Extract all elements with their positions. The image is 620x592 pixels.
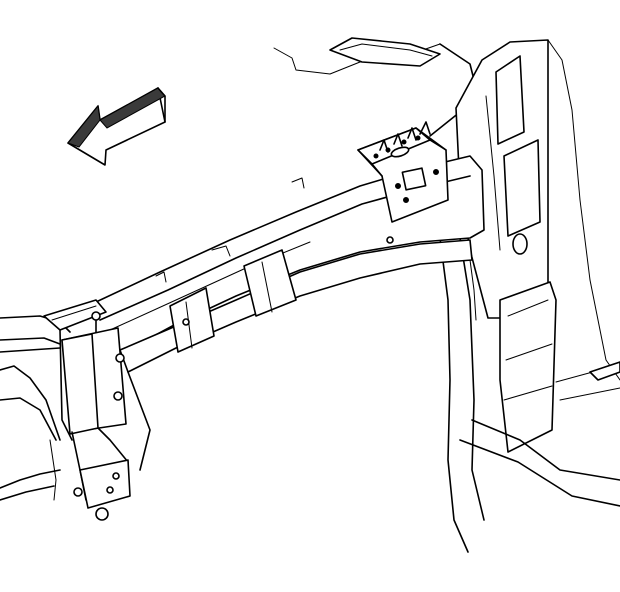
lower-rail xyxy=(119,236,473,373)
mounting-bracket xyxy=(357,121,449,223)
lower-door-frame xyxy=(439,237,620,553)
direction-arrow-icon xyxy=(67,87,166,166)
wheelhouse-edge xyxy=(127,259,477,471)
upper-panel-outline xyxy=(273,37,477,137)
radiator-support-frame xyxy=(0,299,131,521)
a-pillar-structure xyxy=(455,39,620,381)
